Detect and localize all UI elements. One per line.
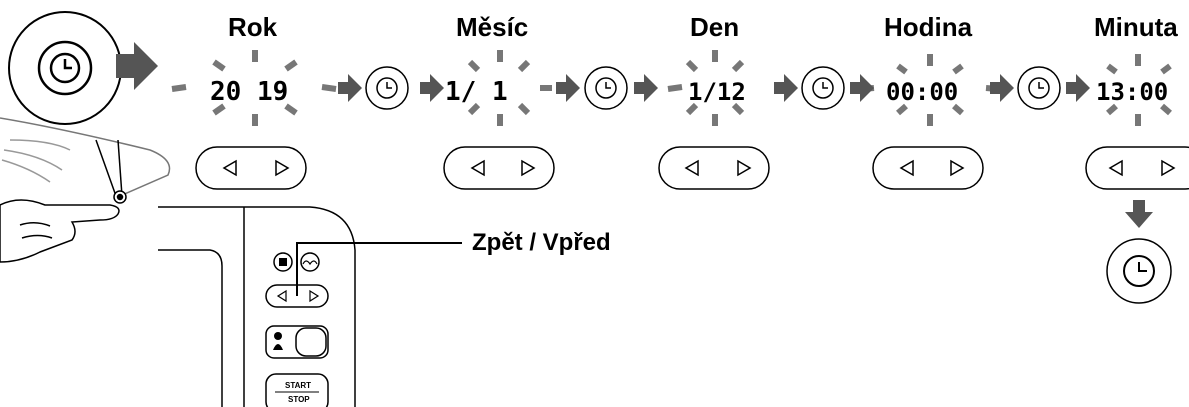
clock-icon[interactable] bbox=[584, 66, 628, 110]
clock-icon[interactable] bbox=[801, 66, 845, 110]
display-value-day: 1/12 bbox=[688, 78, 746, 106]
right-triangle-icon[interactable] bbox=[309, 289, 320, 303]
left-triangle-icon[interactable] bbox=[222, 159, 237, 177]
step-title-minute: Minuta bbox=[1094, 12, 1178, 42]
memory-button[interactable] bbox=[273, 252, 293, 272]
right-triangle-icon[interactable] bbox=[737, 159, 752, 177]
start-stop-button[interactable]: START STOP bbox=[265, 373, 329, 407]
display-value-minute: 13:00 bbox=[1096, 78, 1168, 106]
arrow-right-icon bbox=[338, 74, 1090, 102]
left-right-buttons-year[interactable] bbox=[195, 146, 307, 190]
left-triangle-icon[interactable] bbox=[470, 159, 485, 177]
hand-icon bbox=[0, 199, 120, 263]
clock-icon[interactable] bbox=[365, 66, 409, 110]
left-right-buttons-hour[interactable] bbox=[872, 146, 984, 190]
device-front bbox=[158, 206, 356, 407]
step-display-hour: 00:00 bbox=[861, 54, 999, 126]
callout-line bbox=[296, 242, 462, 296]
stop-label: STOP bbox=[288, 395, 310, 404]
left-triangle-icon[interactable] bbox=[899, 159, 914, 177]
user-select-button[interactable] bbox=[265, 325, 329, 359]
clock-icon[interactable] bbox=[37, 40, 93, 96]
display-value-hour: 00:00 bbox=[886, 78, 958, 106]
step-title-month: Měsíc bbox=[456, 12, 529, 42]
step-display-year: 20 19 bbox=[171, 50, 337, 126]
clock-icon[interactable] bbox=[1017, 66, 1061, 110]
step-display-month: 1/ 1 bbox=[445, 50, 552, 126]
callout-label: Zpět / Vpřed bbox=[472, 229, 611, 256]
step-title-day: Den bbox=[690, 12, 740, 42]
step-title-hour: Hodina bbox=[884, 12, 973, 42]
left-right-buttons-minute[interactable] bbox=[1085, 146, 1189, 190]
right-triangle-icon[interactable] bbox=[950, 159, 965, 177]
display-value-year: 20 19 bbox=[210, 77, 288, 107]
left-right-buttons-month[interactable] bbox=[443, 146, 555, 190]
right-triangle-icon[interactable] bbox=[1161, 159, 1176, 177]
arrow-down-icon bbox=[1125, 200, 1153, 228]
average-button[interactable] bbox=[300, 252, 320, 272]
device-illustration bbox=[0, 117, 171, 204]
start-label: START bbox=[285, 381, 311, 390]
display-value-month: 1/ 1 bbox=[445, 77, 508, 107]
right-triangle-icon[interactable] bbox=[275, 159, 290, 177]
clock-icon[interactable] bbox=[1106, 238, 1172, 304]
left-triangle-icon[interactable] bbox=[276, 289, 287, 303]
step-title-year: Rok bbox=[228, 12, 278, 42]
step-display-day: 1/12 bbox=[667, 50, 746, 126]
step-display-minute: 13:00 bbox=[1096, 54, 1172, 126]
left-triangle-icon[interactable] bbox=[1108, 159, 1123, 177]
left-right-buttons-day[interactable] bbox=[658, 146, 770, 190]
arrow-right-icon bbox=[116, 42, 158, 90]
left-triangle-icon[interactable] bbox=[684, 159, 699, 177]
right-triangle-icon[interactable] bbox=[521, 159, 536, 177]
